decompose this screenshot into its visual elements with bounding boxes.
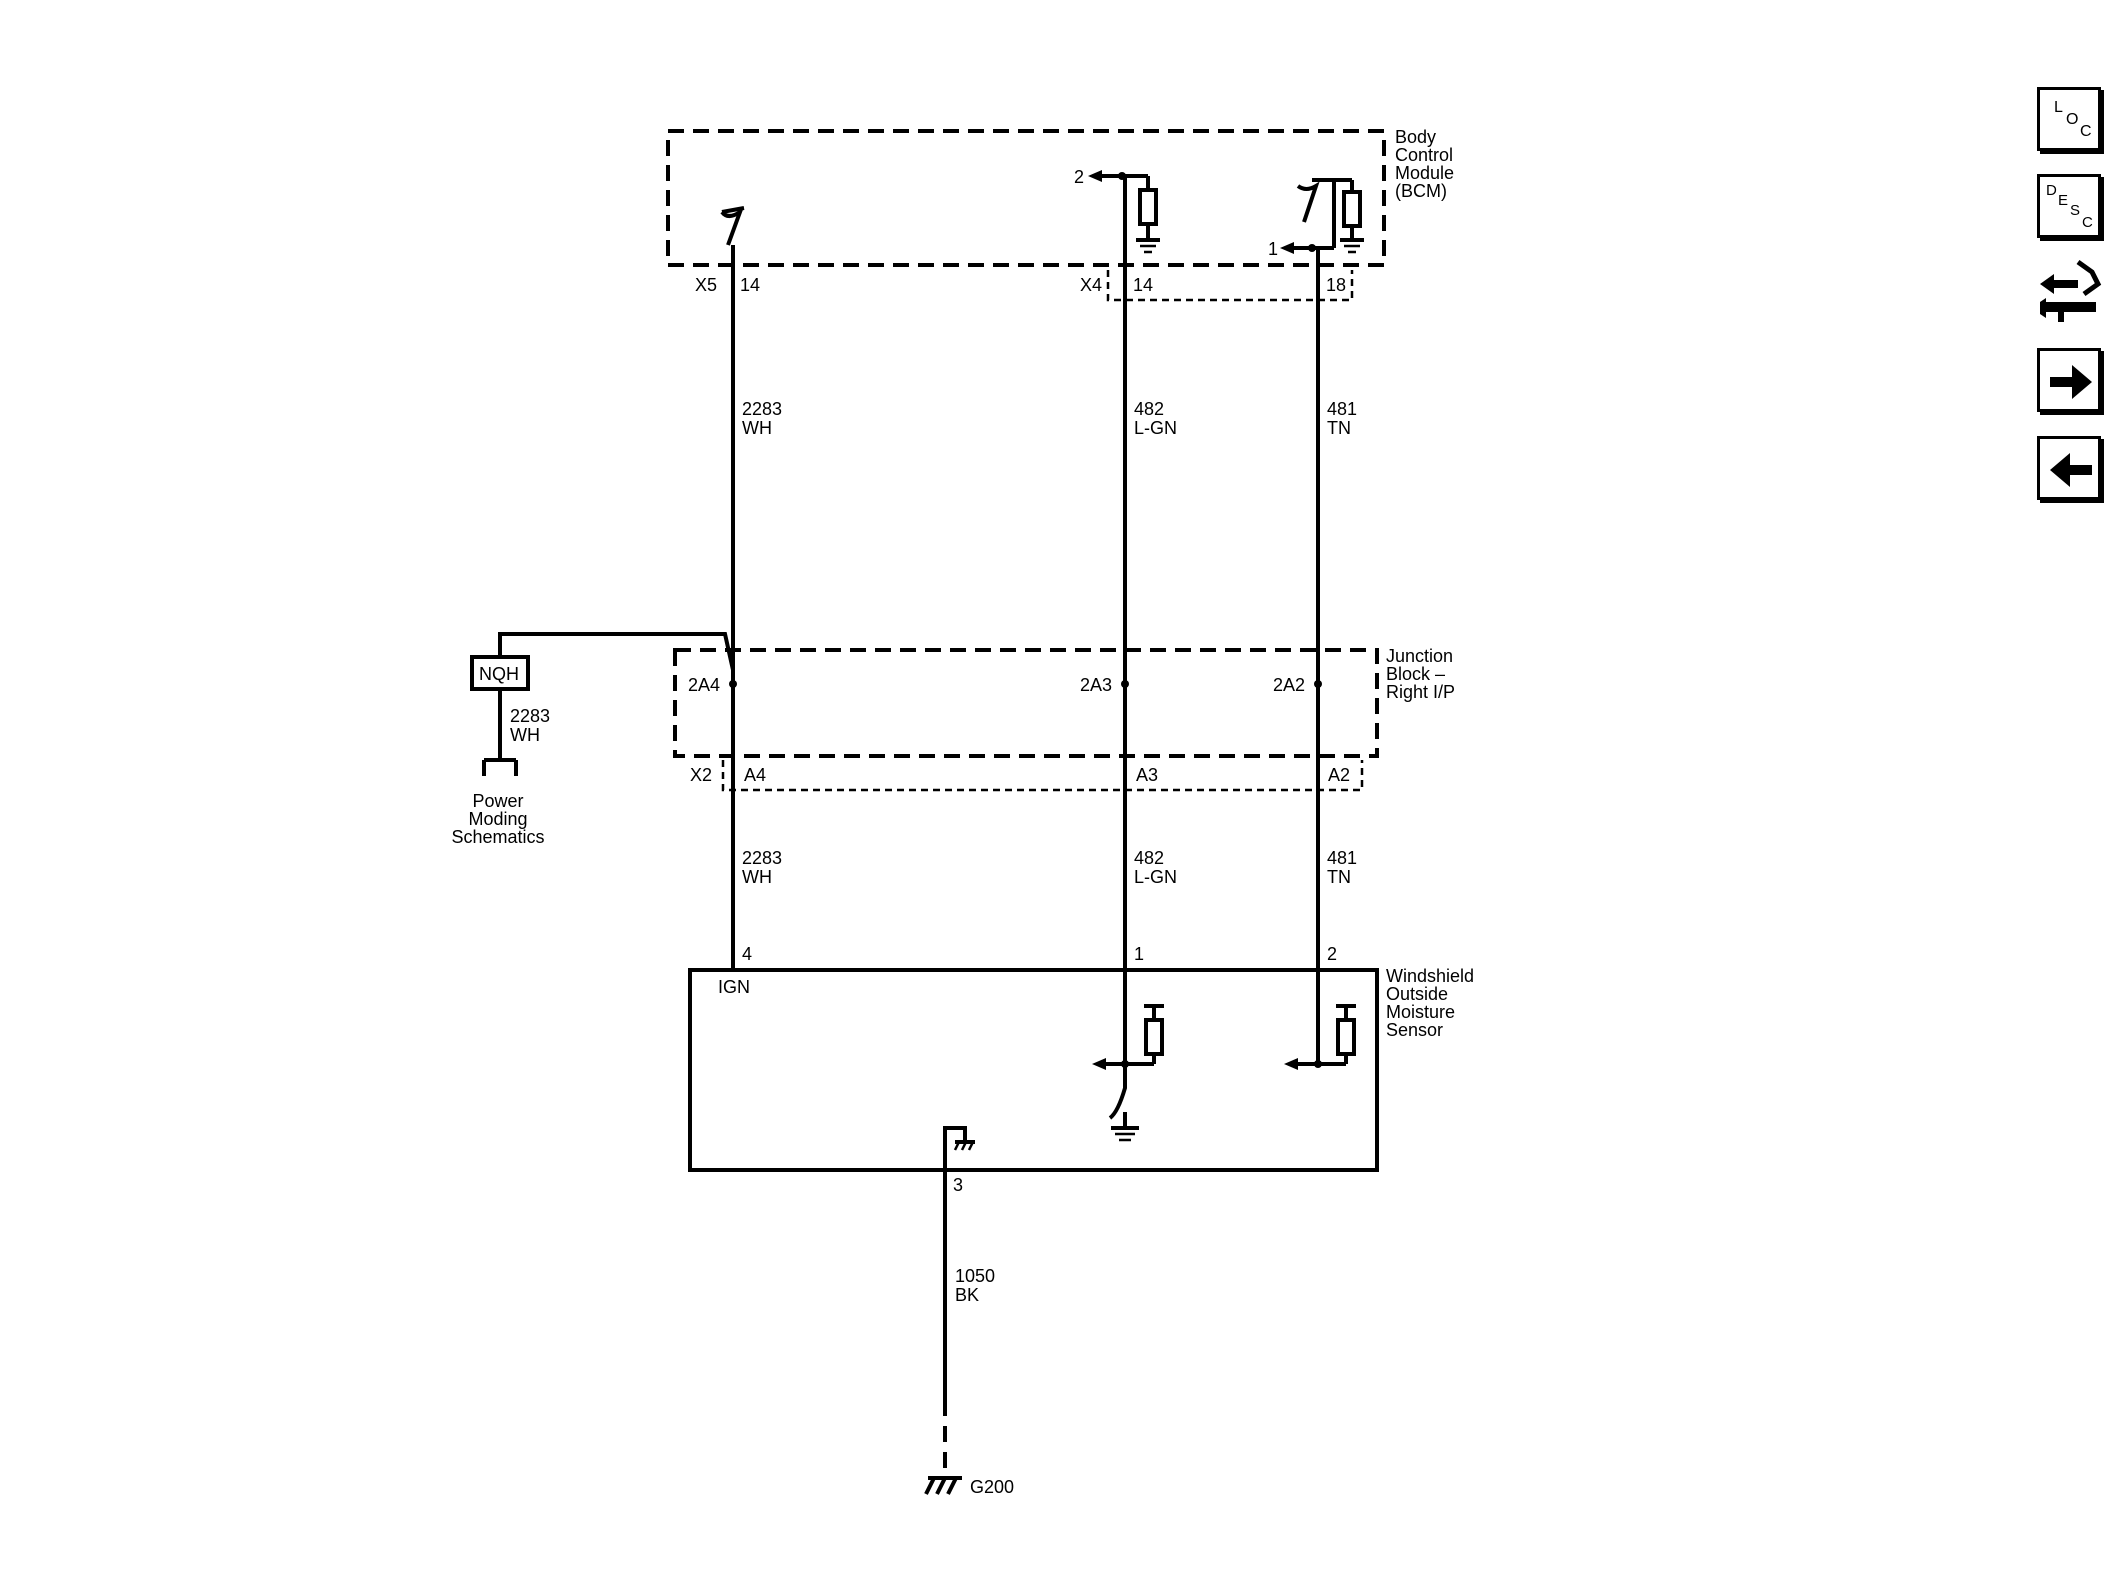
bcm-boundary xyxy=(666,129,1386,267)
jb-pin-a3: A3 xyxy=(1136,765,1158,785)
svg-text:Control: Control xyxy=(1395,145,1453,165)
next-button[interactable] xyxy=(2037,348,2101,412)
next-arrow-icon xyxy=(2050,365,2092,399)
jb-pin-a2: A2 xyxy=(1328,765,1350,785)
jb-pin-a4: A4 xyxy=(744,765,766,785)
ground-g200-label: G200 xyxy=(970,1477,1014,1497)
jb-x2-label: X2 xyxy=(690,765,712,785)
svg-text:2283: 2283 xyxy=(742,399,782,419)
svg-text:482: 482 xyxy=(1134,848,1164,868)
svg-text:WH: WH xyxy=(510,725,540,745)
svg-text:C: C xyxy=(2082,214,2093,231)
bcm-input-1 xyxy=(1280,178,1364,254)
wire-label-481-upper: 481 TN xyxy=(1327,399,1357,438)
sensor-pin-1: 1 xyxy=(1134,944,1144,964)
sensor-pin-3: 3 xyxy=(953,1175,963,1195)
bcm-x4-label: X4 xyxy=(1080,275,1102,295)
previous-arrow-icon xyxy=(2050,453,2092,487)
desc-icon: D E S C xyxy=(2046,182,2093,231)
loc-button[interactable]: L O C xyxy=(2037,87,2101,151)
svg-text:L: L xyxy=(2054,99,2063,116)
sensor-channel-1 xyxy=(1092,1004,1164,1142)
svg-text:Body: Body xyxy=(1395,127,1436,147)
svg-text:481: 481 xyxy=(1327,848,1357,868)
svg-text:BK: BK xyxy=(955,1285,979,1305)
svg-text:Block –: Block – xyxy=(1386,664,1445,684)
svg-text:Module: Module xyxy=(1395,163,1454,183)
wire-label-482-lower: 482 L-GN xyxy=(1134,848,1177,887)
svg-text:Sensor: Sensor xyxy=(1386,1020,1443,1040)
sensor-pin-2: 2 xyxy=(1327,944,1337,964)
connector-tool-button[interactable] xyxy=(2036,254,2106,330)
wire-label-482-upper: 482 L-GN xyxy=(1134,399,1177,438)
bcm-x4-pin-18: 18 xyxy=(1326,275,1346,295)
wire-label-481-lower: 481 TN xyxy=(1327,848,1357,887)
jb-pin-2a3: 2A3 xyxy=(1080,675,1112,695)
nqh-box-label: NQH xyxy=(479,664,519,684)
power-moding-branch: NQH 2283 WH Power Moding Schematics xyxy=(451,632,735,847)
svg-text:Junction: Junction xyxy=(1386,646,1453,666)
svg-text:(BCM): (BCM) xyxy=(1395,181,1447,201)
svg-text:C: C xyxy=(2080,123,2092,140)
svg-text:S: S xyxy=(2070,202,2080,219)
bcm-x4-pin-14: 14 xyxy=(1133,275,1153,295)
svg-text:Power: Power xyxy=(472,791,523,811)
svg-text:TN: TN xyxy=(1327,867,1351,887)
svg-text:L-GN: L-GN xyxy=(1134,418,1177,438)
svg-text:482: 482 xyxy=(1134,399,1164,419)
sensor-channel-2 xyxy=(1284,1004,1356,1070)
moisture-sensor-label: Windshield Outside Moisture Sensor xyxy=(1386,966,1474,1040)
jb-pin-2a4: 2A4 xyxy=(688,675,720,695)
sensor-pin-4: 4 xyxy=(742,944,752,964)
svg-text:WH: WH xyxy=(742,418,772,438)
jb-pin-2a2: 2A2 xyxy=(1273,675,1305,695)
bcm-ign-switch xyxy=(720,206,745,246)
ground-g200-icon xyxy=(924,1476,962,1495)
svg-text:1050: 1050 xyxy=(955,1266,995,1286)
loc-icon: L O C xyxy=(2054,99,2092,140)
svg-text:Schematics: Schematics xyxy=(451,827,544,847)
svg-text:TN: TN xyxy=(1327,418,1351,438)
svg-text:481: 481 xyxy=(1327,399,1357,419)
bcm-output-2 xyxy=(1088,170,1160,254)
svg-text:Outside: Outside xyxy=(1386,984,1448,1004)
svg-text:2283: 2283 xyxy=(742,848,782,868)
bcm-x4-connector xyxy=(1106,270,1354,302)
bcm-input-1-label: 1 xyxy=(1268,239,1278,259)
jb-x2-connector xyxy=(721,760,1364,792)
bcm-output-2-label: 2 xyxy=(1074,167,1084,187)
svg-text:2283: 2283 xyxy=(510,706,550,726)
junction-block-label: Junction Block – Right I/P xyxy=(1386,646,1455,702)
svg-text:Moisture: Moisture xyxy=(1386,1002,1455,1022)
svg-text:Windshield: Windshield xyxy=(1386,966,1474,986)
svg-text:D: D xyxy=(2046,182,2057,199)
wire-label-1050: 1050 BK xyxy=(955,1266,995,1305)
svg-text:O: O xyxy=(2066,111,2078,128)
wire-label-2283-upper: 2283 WH xyxy=(742,399,782,438)
svg-text:Moding: Moding xyxy=(468,809,527,829)
moisture-sensor-boundary xyxy=(688,968,1379,1172)
connector-tool-icon xyxy=(2040,259,2102,322)
svg-text:L-GN: L-GN xyxy=(1134,867,1177,887)
bcm-x5-pin: 14 xyxy=(740,275,760,295)
bcm-x5-label: X5 xyxy=(695,275,717,295)
previous-button[interactable] xyxy=(2037,436,2101,500)
junction-block-boundary xyxy=(673,648,1379,758)
sensor-ign-label: IGN xyxy=(718,977,750,997)
svg-text:E: E xyxy=(2058,192,2068,209)
desc-button[interactable]: D E S C xyxy=(2037,174,2101,238)
bcm-label: Body Control Module (BCM) xyxy=(1395,127,1454,201)
svg-text:WH: WH xyxy=(742,867,772,887)
svg-text:Right I/P: Right I/P xyxy=(1386,682,1455,702)
sensor-internal-ground xyxy=(943,1126,975,1170)
wire-label-2283-lower: 2283 WH xyxy=(742,848,782,887)
